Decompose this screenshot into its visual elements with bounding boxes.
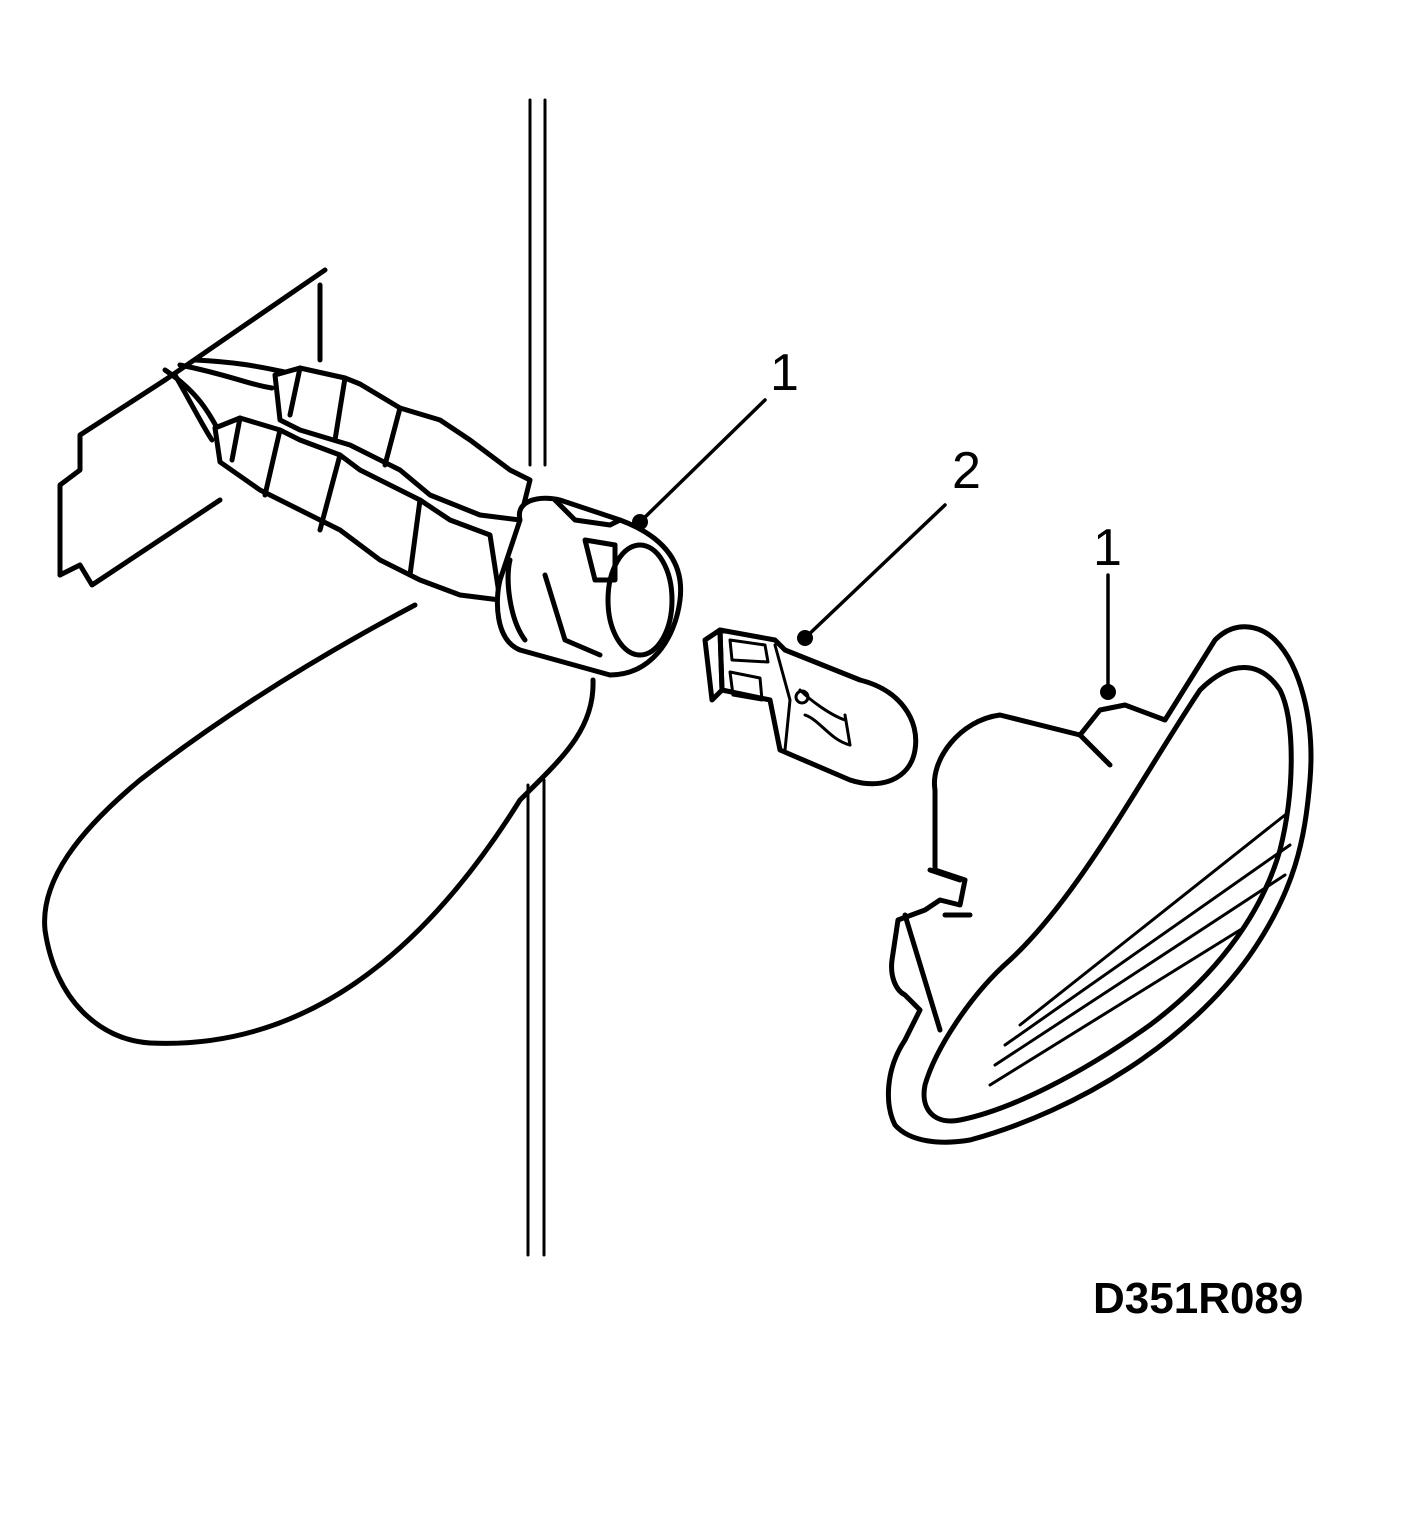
panel-seam bbox=[526, 98, 547, 1257]
leader-lamp bbox=[1100, 573, 1116, 700]
callout-lamp: 1 bbox=[1093, 519, 1122, 577]
side-lamp-housing bbox=[885, 624, 1314, 1145]
body-bracket bbox=[57, 267, 328, 588]
leader-bulb bbox=[797, 503, 947, 646]
leader-holder bbox=[632, 398, 767, 530]
lamp-aperture bbox=[42, 602, 596, 1046]
bulb-holder bbox=[494, 495, 684, 678]
wedge-bulb bbox=[702, 627, 919, 787]
figure-code: D351R089 bbox=[1093, 1274, 1303, 1323]
callout-holder: 1 bbox=[770, 344, 799, 402]
callout-bulb: 2 bbox=[952, 442, 981, 500]
wiring-harness bbox=[162, 357, 533, 603]
